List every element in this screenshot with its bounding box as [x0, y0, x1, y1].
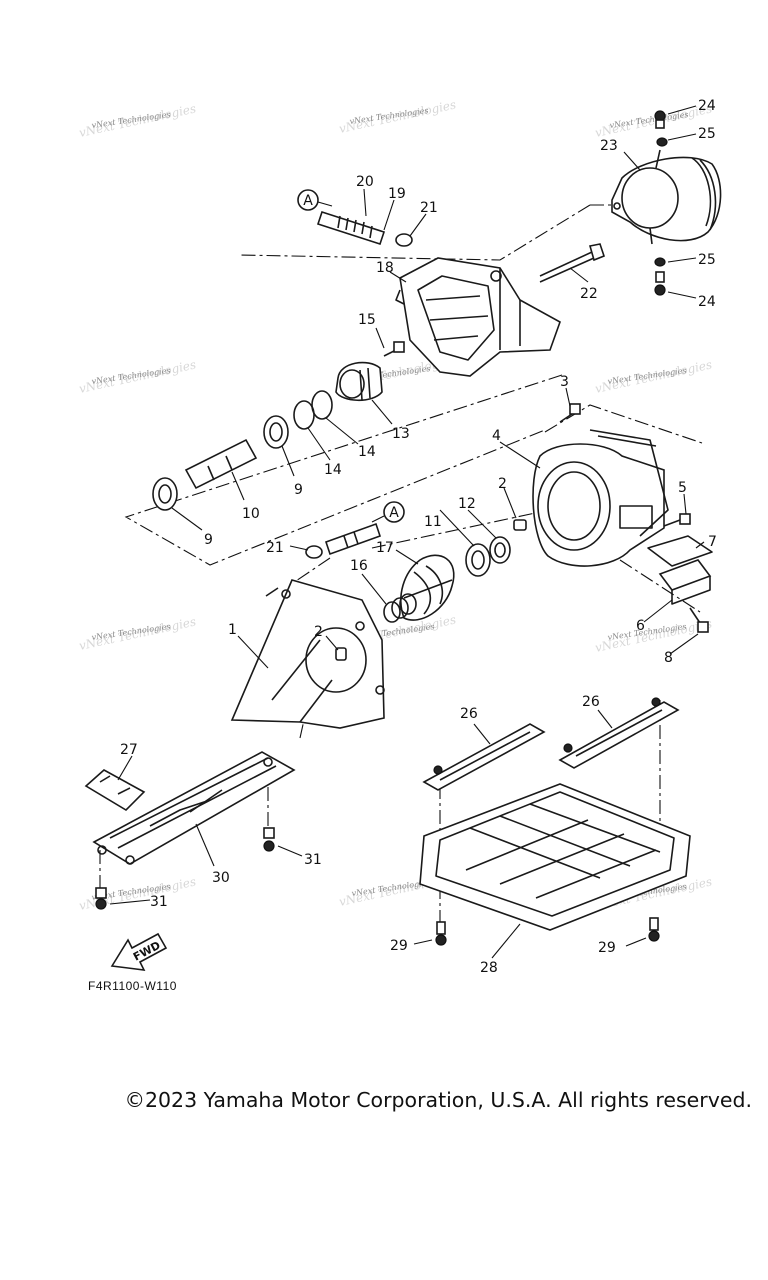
callout-25: 25	[698, 126, 716, 142]
callout-2: 2	[498, 476, 507, 492]
callout-2: 2	[314, 624, 323, 640]
ref-marker-a-bottom: A	[371, 501, 405, 523]
bolt-29-left	[435, 921, 447, 946]
pin-2-lower	[335, 647, 347, 661]
callout-3: 3	[560, 374, 569, 390]
bearing-9-b	[152, 477, 178, 511]
callout-28: 28	[480, 960, 498, 976]
bolt-8	[689, 607, 709, 633]
callout-4: 4	[492, 428, 501, 444]
callout-24: 24	[698, 98, 716, 114]
svg-text:A: A	[303, 193, 313, 209]
callout-16: 16	[350, 558, 368, 574]
svg-text:A: A	[389, 505, 399, 521]
grate-30	[92, 751, 296, 865]
callout-27: 27	[120, 742, 138, 758]
collar-25-top	[656, 137, 668, 147]
callout-14: 14	[358, 444, 376, 460]
pump-housing-4	[532, 429, 669, 567]
callout-25: 25	[698, 252, 716, 268]
callout-31: 31	[304, 852, 322, 868]
callout-21: 21	[266, 540, 284, 556]
callout-23: 23	[600, 138, 618, 154]
bolt-22	[539, 243, 605, 283]
callout-10: 10	[242, 506, 260, 522]
cap-13	[335, 361, 383, 402]
intake-duct-1	[230, 579, 385, 729]
o-ring-14-a	[293, 400, 315, 430]
nozzle-23	[611, 149, 722, 245]
callout-8: 8	[664, 650, 673, 666]
fwd-arrow-icon: FWD	[110, 932, 168, 971]
callout-29: 29	[390, 938, 408, 954]
o-ring-14-b	[311, 390, 333, 420]
plate-26-left	[422, 723, 546, 791]
shaft-19-20	[316, 210, 386, 246]
callout-7: 7	[708, 534, 717, 550]
cover-27	[84, 769, 146, 812]
callout-21: 21	[420, 200, 438, 216]
callout-9: 9	[204, 532, 213, 548]
callout-1: 1	[228, 622, 237, 638]
cover-6	[658, 559, 712, 605]
bolt-24-top	[654, 110, 666, 129]
callout-15: 15	[358, 312, 376, 328]
impeller-17	[400, 554, 455, 621]
clip-21-lower	[305, 545, 323, 559]
callout-24: 24	[698, 294, 716, 310]
callout-6: 6	[636, 618, 645, 634]
plate-26-right	[558, 697, 680, 769]
seal-12	[489, 536, 511, 564]
housing-18	[395, 257, 561, 377]
callout-29: 29	[598, 940, 616, 956]
callout-30: 30	[212, 870, 230, 886]
callout-22: 22	[580, 286, 598, 302]
callout-18: 18	[376, 260, 394, 276]
bolt-31-left	[95, 887, 107, 910]
bearing-11	[465, 543, 491, 577]
collar-25-bottom	[654, 257, 666, 267]
callout-11: 11	[424, 514, 442, 530]
callout-31: 31	[150, 894, 168, 910]
callout-12: 12	[458, 496, 476, 512]
bolt-3	[559, 403, 581, 423]
callouts: 1 2 2 3 4 5 6 7 8 9 9 10 11 12 13 14 14 …	[120, 98, 717, 976]
callout-14: 14	[324, 462, 342, 478]
callout-20: 20	[356, 174, 374, 190]
copyright-notice: ©2023 Yamaha Motor Corporation, U.S.A. A…	[124, 1088, 752, 1112]
pin-2-upper	[513, 519, 527, 531]
callout-19: 19	[388, 186, 406, 202]
ride-plate-28	[419, 783, 691, 931]
bolt-5	[663, 513, 691, 527]
diagram-code: F4R1100-W110	[88, 979, 177, 993]
callout-9: 9	[294, 482, 303, 498]
bolt-29-right	[648, 917, 660, 942]
ref-marker-a-top: A	[297, 189, 333, 211]
callout-26: 26	[582, 694, 600, 710]
gasket-7	[647, 535, 713, 567]
callout-26: 26	[460, 706, 478, 722]
spring-16	[383, 593, 417, 623]
bolt-15	[383, 341, 405, 357]
callout-5: 5	[678, 480, 687, 496]
drive-shaft-10	[184, 438, 258, 490]
leader-lines	[109, 105, 705, 959]
shaft-lower	[324, 522, 382, 556]
callout-13: 13	[392, 426, 410, 442]
callout-17: 17	[376, 540, 394, 556]
bearing-9-a	[263, 415, 289, 449]
bolt-24-bottom	[654, 271, 666, 296]
bolt-31-right	[263, 827, 275, 852]
clip-21	[395, 233, 413, 247]
